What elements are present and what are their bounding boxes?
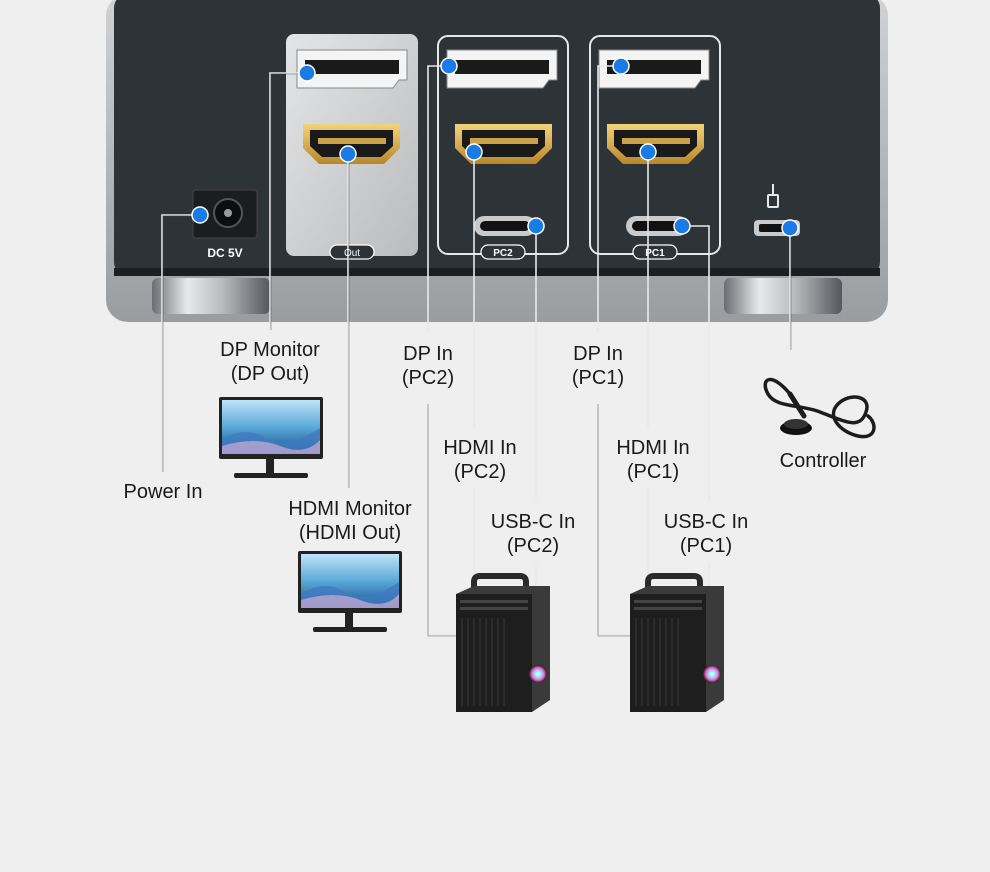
dp-in-pc2-line2: (PC2)	[401, 367, 455, 389]
usbc-in-pc2-port	[474, 216, 536, 236]
dp-in-pc2-port	[446, 49, 558, 89]
hdmi-in-pc2-label: HDMI In (PC2)	[430, 436, 530, 484]
pc1-panel	[589, 35, 721, 260]
hdmi-monitor-line2: (HDMI Out)	[298, 522, 402, 544]
hdmi-in-pc2-line2: (PC2)	[453, 461, 507, 483]
dot-power-in	[191, 206, 209, 224]
dc-jack-port	[192, 189, 258, 239]
dot-dp-in-pc1	[612, 57, 630, 75]
pc2-panel	[437, 35, 569, 260]
dp-in-pc1-line2: (PC1)	[571, 367, 625, 389]
hdmi-monitor-icon	[298, 551, 402, 632]
dp-monitor-icon	[219, 397, 323, 478]
line-usbc-in-pc1	[682, 225, 710, 502]
right-foot	[724, 278, 842, 314]
hdmi-in-pc1-label: HDMI In (PC1)	[603, 436, 703, 484]
dot-dp-out	[298, 64, 316, 82]
dp-in-pc1-label: DP In (PC1)	[554, 342, 642, 390]
line-dp-in-pc1-top	[597, 65, 619, 332]
dp-monitor-line1: DP Monitor	[220, 339, 320, 361]
hdmi-monitor-line1: HDMI Monitor	[288, 498, 412, 520]
dp-monitor-label: DP Monitor (DP Out)	[200, 338, 340, 386]
hdmi-out-port	[303, 124, 400, 164]
hdmi-in-pc2-line1: HDMI In	[443, 437, 517, 459]
dp-in-pc2-label: DP In (PC2)	[384, 342, 472, 390]
hdmi-in-pc1-port	[607, 124, 704, 164]
usbc-in-pc2-label: USB-C In (PC2)	[478, 510, 588, 558]
hdmi-in-pc1-line2: (PC1)	[626, 461, 680, 483]
dot-hdmi-in-pc2	[465, 143, 483, 161]
usbc-in-pc1-port	[626, 216, 688, 236]
usbc-in-pc2-line2: (PC2)	[506, 535, 560, 557]
dot-usbc-in-pc2	[527, 217, 545, 235]
dot-hdmi-out	[339, 145, 357, 163]
usbc-in-pc2-line1: USB-C In	[490, 511, 576, 533]
dp-monitor-line2: (DP Out)	[230, 363, 310, 385]
line-power-in	[161, 214, 200, 472]
usbc-in-pc1-line2: (PC1)	[679, 535, 733, 557]
out-panel-label: Out	[344, 248, 360, 259]
power-in-text: Power In	[123, 481, 203, 503]
pc2-panel-label: PC2	[493, 248, 513, 259]
left-foot	[152, 278, 270, 314]
hdmi-in-pc1-line1: HDMI In	[616, 437, 690, 459]
pc1-tower-icon	[630, 573, 724, 712]
dot-usbc-in-pc1	[673, 217, 691, 235]
dp-out-port	[296, 49, 408, 89]
controller-text: Controller	[779, 450, 867, 472]
dot-dp-in-pc2	[440, 57, 458, 75]
controller-label: Controller	[763, 449, 883, 473]
usbc-in-pc1-line1: USB-C In	[663, 511, 749, 533]
power-in-label: Power In	[108, 480, 218, 504]
controller-icon	[763, 378, 876, 439]
connector-lines-shadow	[162, 73, 792, 637]
dc-5v-label: DC 5V	[207, 246, 242, 260]
hdmi-monitor-label: HDMI Monitor (HDMI Out)	[270, 497, 430, 545]
dp-in-pc1-line1: DP In	[573, 343, 623, 365]
dot-controller	[781, 219, 799, 237]
connection-dots	[191, 57, 799, 237]
pc1-panel-label: PC1	[645, 248, 665, 259]
line-dp-out	[269, 72, 305, 330]
pc2-tower-icon	[456, 573, 550, 712]
usbc-in-pc1-label: USB-C In (PC1)	[651, 510, 761, 558]
dp-in-pc2-line1: DP In	[403, 343, 453, 365]
dot-hdmi-in-pc1	[639, 143, 657, 161]
